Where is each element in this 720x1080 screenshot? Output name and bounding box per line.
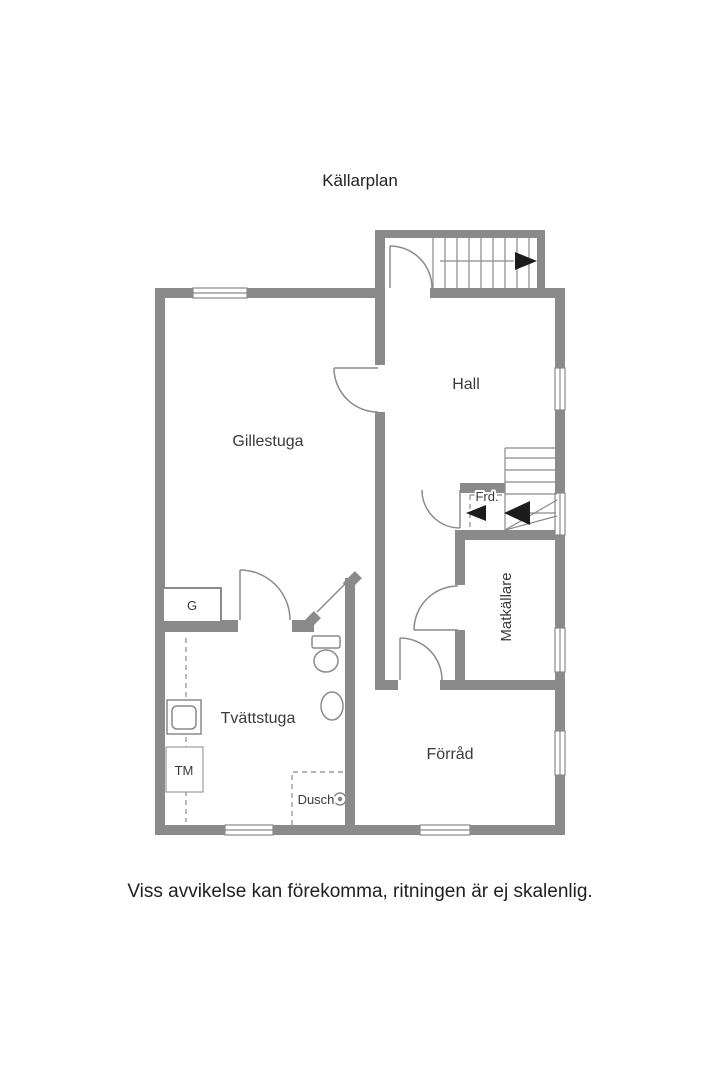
stair-top	[432, 238, 530, 288]
wardrobe-box	[162, 587, 222, 623]
wall-right	[555, 288, 565, 835]
wall-stair-bottom	[460, 530, 565, 540]
wall-diagonal-stub-2	[342, 571, 362, 591]
door-gillestuga-hall	[333, 367, 379, 413]
label-matkallare: Matkällare	[498, 572, 515, 641]
label-dusch: Dusch	[298, 792, 335, 807]
label-tvattmaskin: TM	[175, 763, 194, 778]
door-frd	[421, 489, 461, 529]
wall-left	[155, 288, 165, 835]
label-hall: Hall	[452, 376, 480, 393]
wall-matkallare-left-lower	[455, 630, 465, 690]
wall-top-left	[155, 288, 385, 298]
wall-gillestuga-hall-upper	[375, 298, 385, 365]
shower-mixer-icon	[333, 792, 347, 806]
door-gillestuga-tvattstuga	[239, 569, 291, 621]
arrow-top-stair	[515, 252, 537, 270]
wall-matkallare-left-upper	[455, 530, 465, 585]
arrow-winder-2	[504, 501, 530, 525]
wall-diagonal-stub-1	[301, 611, 321, 631]
washbasin-fixture	[320, 691, 344, 721]
door-matkallare	[413, 585, 459, 631]
wall-forrad-top-stub	[375, 680, 398, 690]
window-gillestuga-top	[192, 287, 248, 299]
window-tvattstuga-bottom	[224, 824, 274, 836]
wall-tvattstuga-right	[345, 578, 355, 835]
wall-landing-left	[375, 230, 385, 288]
page-title: Källarplan	[322, 171, 398, 190]
wall-bottom	[155, 825, 565, 835]
wall-frd	[460, 483, 505, 493]
walls	[155, 230, 565, 835]
room-labels: Gillestuga Hall Frd. Matkällare Tvättstu…	[173, 376, 515, 809]
wall-landing-right	[537, 230, 545, 288]
laundry-sink-fixture	[166, 699, 202, 735]
window-matkallare-right	[554, 627, 566, 673]
disclaimer-text: Viss avvikelse kan förekomma, ritningen …	[127, 881, 593, 902]
label-frd: Frd.	[475, 489, 498, 504]
washing-machine-box	[165, 746, 204, 793]
wall-under-stair	[430, 288, 565, 298]
stair-winder	[504, 447, 558, 531]
arrow-winder-1	[466, 505, 486, 521]
label-forrad: Förråd	[426, 745, 473, 763]
dashed-stair-cut	[469, 494, 505, 530]
door-landing-hall	[389, 245, 433, 289]
label-gillestuga: Gillestuga	[232, 433, 303, 450]
window-forrad-right	[554, 730, 566, 776]
label-tvattstuga: Tvättstuga	[221, 710, 296, 727]
door-forrad	[399, 637, 443, 681]
window-stair-right	[554, 492, 566, 536]
doors	[239, 245, 461, 681]
wall-gillestuga-hall-lower	[375, 412, 385, 690]
toilet-fixture	[311, 635, 341, 673]
fixtures	[162, 587, 347, 806]
stair-arrows	[466, 252, 537, 525]
wall-forrad-top	[440, 680, 565, 690]
windows	[192, 287, 566, 836]
door-wc-diagonal	[316, 577, 352, 613]
wall-landing-top	[375, 230, 545, 238]
window-hall-right	[554, 367, 566, 411]
window-forrad-bottom	[419, 824, 471, 836]
label-garderob: G	[187, 598, 197, 613]
